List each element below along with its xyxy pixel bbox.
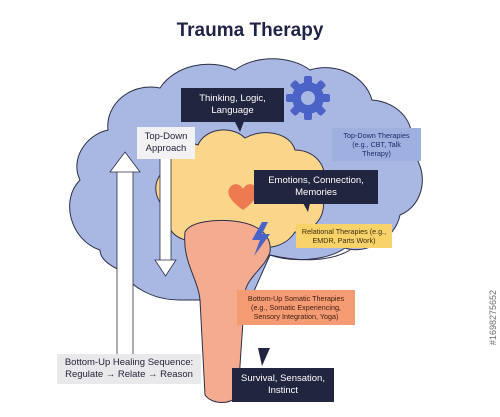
brainstem-region bbox=[184, 219, 271, 403]
emotions-label: Emotions, Connection, Memories bbox=[254, 170, 378, 204]
heart-icon bbox=[228, 184, 258, 210]
bottomup-sequence-line2: Regulate → Relate → Reason bbox=[65, 368, 193, 380]
survival-pointer bbox=[258, 348, 270, 366]
bottomup-sequence-label: Bottom-Up Healing Sequence: Regulate → R… bbox=[57, 354, 201, 384]
watermark: #1698275652 bbox=[488, 290, 498, 346]
bottomup-sequence-line1: Bottom-Up Healing Sequence: bbox=[64, 357, 194, 368]
survival-label: Survival, Sensation, Instinct bbox=[232, 368, 334, 402]
lightning-icon bbox=[252, 222, 270, 256]
topdown-therapies-label: Top-Down Therapies (e.g., CBT, Talk Ther… bbox=[332, 128, 421, 161]
arrow-down-icon bbox=[154, 149, 177, 277]
diagram-title: Trauma Therapy bbox=[176, 20, 324, 41]
thinking-label: Thinking, Logic, Language bbox=[181, 88, 284, 122]
bottomup-somatic-label: Bottom-Up Somatic Therapies (e.g., Somat… bbox=[237, 290, 355, 325]
arrow-up-icon bbox=[109, 151, 141, 376]
gear-icon bbox=[286, 76, 330, 120]
relational-therapies-label: Relational Therapies (e.g., EMDR, Parts … bbox=[296, 224, 392, 248]
topdown-approach-label: Top-Down Approach bbox=[137, 127, 195, 159]
